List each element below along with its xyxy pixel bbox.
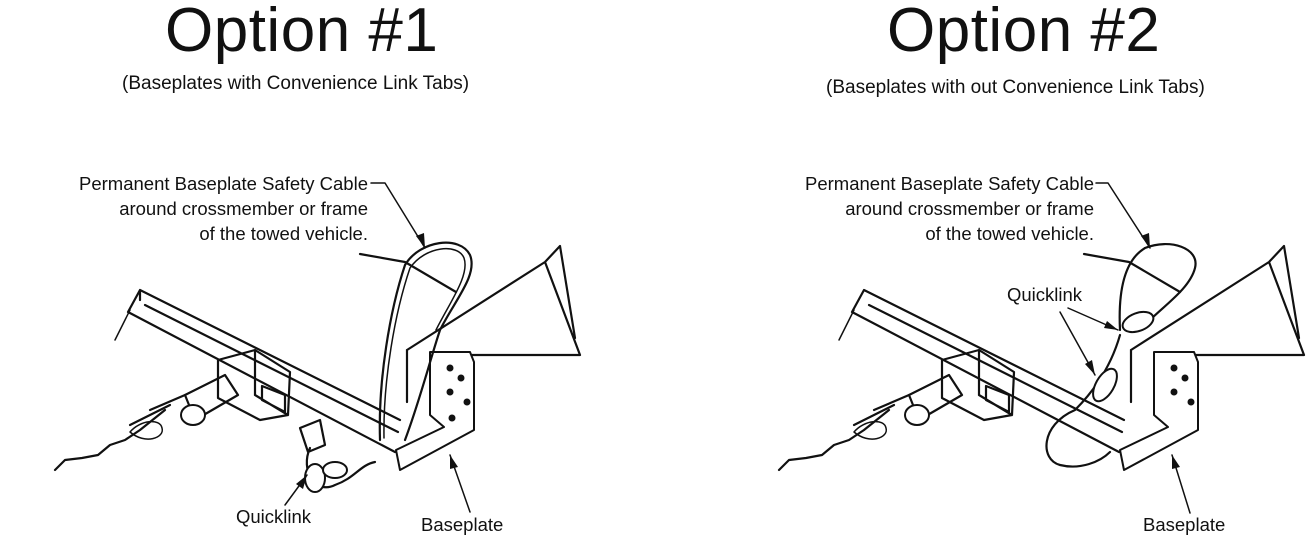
option2-title: Option #2 xyxy=(887,0,1161,65)
option2-cable-leader xyxy=(1095,182,1151,249)
option2-crossmember xyxy=(1082,244,1306,404)
option1-subtitle: (Baseplates with Convenience Link Tabs) xyxy=(122,73,470,94)
option1-cable-label-line1: Permanent Baseplate Safety Cable xyxy=(79,173,368,194)
option1-baseplate-label: Baseplate xyxy=(421,514,504,535)
option2-baseplate-label: Baseplate xyxy=(1143,514,1226,535)
option2-frame-rail xyxy=(850,288,1126,454)
option2-lower-quicklink xyxy=(1092,367,1118,403)
option2-upper-quicklink xyxy=(1121,310,1155,334)
option1-cable-label-line3: of the towed vehicle. xyxy=(199,223,368,244)
option2-subtitle: (Baseplates with out Convenience Link Ta… xyxy=(826,77,1205,98)
option1-cable-label-line2: around crossmember or frame xyxy=(119,198,368,219)
option2-cable-label-line2: around crossmember or frame xyxy=(845,198,1094,219)
option2-cable-label: Permanent Baseplate Safety Cable around … xyxy=(805,171,1094,246)
option2-drawing xyxy=(777,182,1306,514)
option1-drawing xyxy=(53,182,582,513)
option2-cable-label-line3: of the towed vehicle. xyxy=(925,223,1094,244)
option2-quicklink-label: Quicklink xyxy=(1007,284,1083,305)
option2-baseplate xyxy=(1119,351,1199,471)
option1-receiver xyxy=(216,348,292,422)
option1-tow-cable xyxy=(53,408,167,472)
option1-baseplate xyxy=(395,351,475,471)
option2-receiver xyxy=(940,348,1016,422)
option1-cable-label: Permanent Baseplate Safety Cable around … xyxy=(79,171,368,246)
option1-safety-cable xyxy=(378,241,473,442)
option2-cable-label-line1: Permanent Baseplate Safety Cable xyxy=(805,173,1094,194)
option1-frame-rail xyxy=(126,288,402,454)
option2-tow-cable xyxy=(777,408,891,472)
option1-quicklink-label: Quicklink xyxy=(236,506,312,527)
option1-cable-leader xyxy=(370,182,426,249)
option1-quicklink-hardware xyxy=(298,418,377,489)
option1-title: Option #1 xyxy=(165,0,439,65)
option1-crossmember xyxy=(358,244,582,404)
